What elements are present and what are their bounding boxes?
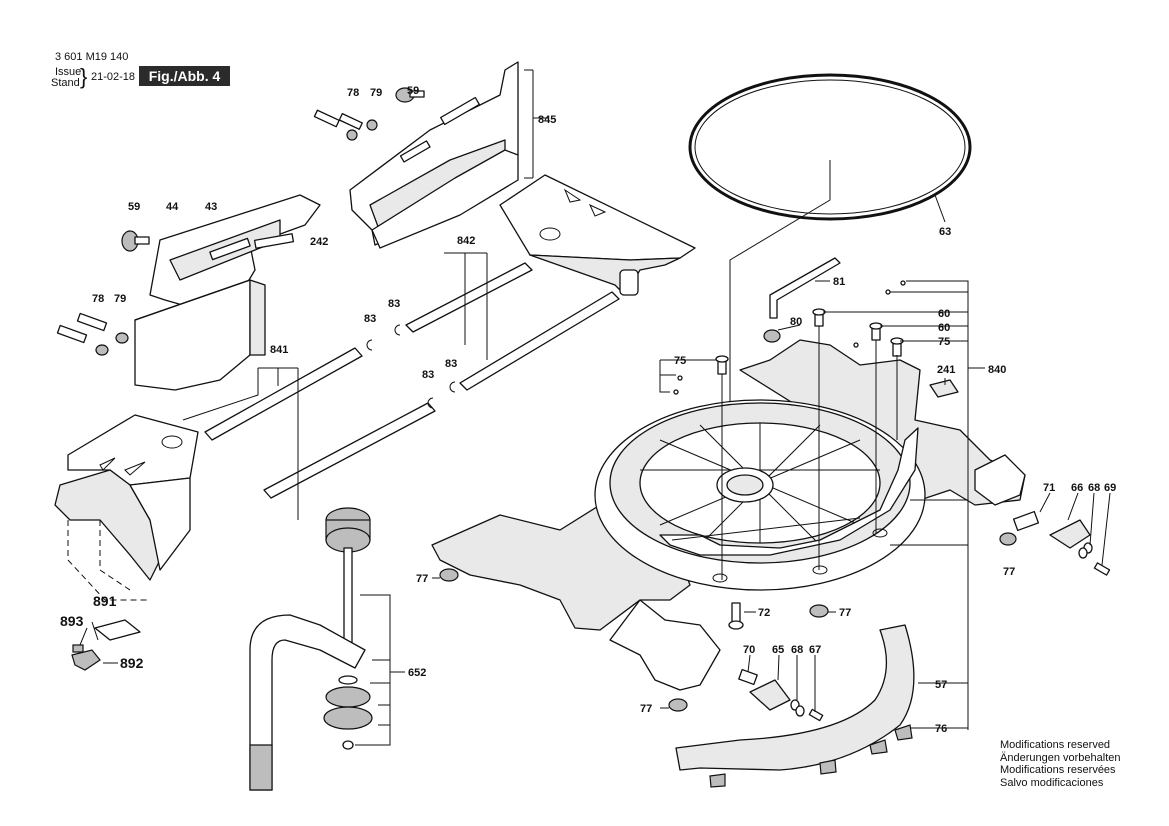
- callout-893: 893: [60, 613, 84, 629]
- callout-83-c: 83: [445, 358, 457, 370]
- modifications-line-en: Modifications reserved: [1000, 739, 1111, 751]
- callout-81: 81: [833, 276, 845, 288]
- right-small-parts: [999, 510, 1111, 576]
- callout-76: 76: [935, 723, 947, 735]
- callout-68-bottom: 68: [791, 644, 803, 656]
- right-fence-assembly: [349, 61, 519, 249]
- callout-842: 842: [457, 235, 475, 247]
- callout-71: 71: [1043, 482, 1055, 494]
- knob-59-left: [121, 230, 150, 252]
- rods-842: [405, 262, 620, 391]
- screw-78-79-left: [56, 312, 129, 356]
- callout-75-right: 75: [938, 336, 950, 348]
- left-fence-assembly: [134, 194, 321, 391]
- callout-652: 652: [408, 667, 426, 679]
- clips-83: [366, 324, 456, 409]
- callout-845: 845: [538, 114, 556, 126]
- screw-78-79-top: [313, 109, 378, 141]
- callout-892: 892: [120, 655, 144, 671]
- main-base-840: [431, 339, 1026, 691]
- callout-60-a: 60: [938, 308, 950, 320]
- callout-68-right: 68: [1088, 482, 1100, 494]
- knob-assembly-652: [249, 507, 373, 791]
- callout-67: 67: [809, 644, 821, 656]
- callout-70: 70: [743, 644, 755, 656]
- right-table-extension: [499, 174, 696, 296]
- figure-badge: Fig./Abb. 4: [139, 66, 230, 86]
- callout-72: 72: [758, 607, 770, 619]
- callout-65: 65: [772, 644, 784, 656]
- callout-840: 840: [988, 364, 1006, 376]
- callout-78-left: 78: [92, 293, 104, 305]
- callout-83-a: 83: [388, 298, 400, 310]
- modifications-line-de: Änderungen vorbehalten: [1000, 751, 1121, 764]
- small-parts-891-893: [71, 619, 141, 671]
- brace-icon: }: [80, 64, 88, 89]
- callout-59-left: 59: [128, 201, 140, 213]
- feet-77: [439, 568, 829, 712]
- callout-57: 57: [935, 679, 947, 691]
- callout-891: 891: [93, 593, 117, 609]
- wrench-81: [769, 257, 841, 319]
- callout-75-left: 75: [674, 355, 686, 367]
- left-table-extension: [54, 414, 199, 581]
- callout-78-top: 78: [347, 87, 359, 99]
- issue-label: Issue: [55, 66, 82, 78]
- callout-66: 66: [1071, 482, 1083, 494]
- feet-76: [709, 724, 913, 788]
- callout-77-right: 77: [1003, 566, 1015, 578]
- modifications-line-es: Salvo modificaciones: [1000, 776, 1104, 789]
- callout-43: 43: [205, 201, 217, 213]
- callout-80: 80: [790, 316, 802, 328]
- callout-77-bottom: 77: [640, 703, 652, 715]
- callout-44: 44: [166, 201, 179, 213]
- callout-77-left: 77: [416, 573, 428, 585]
- callout-83-d: 83: [422, 369, 434, 381]
- scale-241: [929, 379, 959, 398]
- knob-59-top: [395, 87, 425, 103]
- callout-59-top: 59: [407, 85, 419, 97]
- bolt-72: [728, 602, 744, 630]
- callout-83-b: 83: [364, 313, 376, 325]
- modifications-notice: Modifications reserved Änderungen vorbeh…: [1000, 739, 1120, 789]
- stand-label: Stand: [51, 77, 80, 89]
- callout-841: 841: [270, 344, 288, 356]
- rods-841: [204, 347, 436, 499]
- callout-241: 241: [937, 364, 955, 376]
- callout-242: 242: [310, 236, 328, 248]
- arc-guide-57: [675, 624, 915, 771]
- callout-63: 63: [939, 226, 951, 238]
- callout-60-b: 60: [938, 322, 950, 334]
- modifications-line-fr: Modifications reservées: [1000, 764, 1116, 776]
- screws-group-top: [673, 280, 906, 395]
- clamp-parts-70-67: [738, 668, 824, 722]
- rail-ring-63: [688, 73, 972, 221]
- issue-date: 21-02-18: [91, 71, 136, 83]
- callout-69: 69: [1104, 482, 1116, 494]
- callout-79-top: 79: [370, 87, 382, 99]
- part-number: 3 601 M19 140: [55, 51, 129, 63]
- callout-77-center: 77: [839, 607, 851, 619]
- callout-79-left: 79: [114, 293, 126, 305]
